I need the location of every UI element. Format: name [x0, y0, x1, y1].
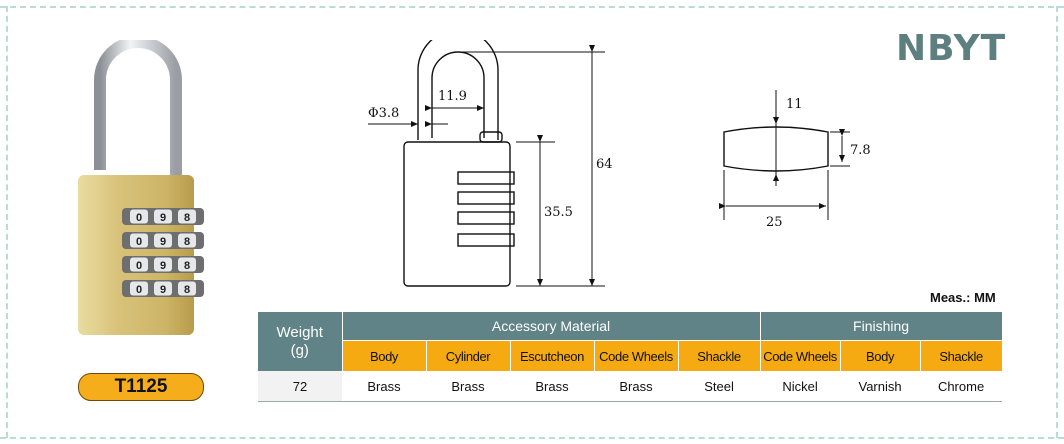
code-wheel-digit-cap [178, 281, 196, 296]
dim-body-height: 35.5 [544, 205, 573, 220]
lock-drawing: 11.9 Φ3.8 35.5 64 [368, 40, 613, 287]
table-cell: Brass [342, 371, 426, 402]
table-cell: Brass [426, 371, 510, 402]
code-wheel-digit: 9 [160, 212, 166, 224]
frame-border-bottom [0, 437, 1064, 439]
code-wheel-digit: 8 [184, 260, 190, 272]
code-wheel-digit-cap [154, 257, 172, 272]
table-cell: Brass [594, 371, 678, 402]
code-wheel-digit-cap [178, 257, 196, 272]
table-row: 72 Brass Brass Brass Brass Steel Nickel … [258, 371, 1003, 402]
code-wheel-digit: 8 [184, 236, 190, 248]
dim-shackle-diameter: Φ3.8 [368, 106, 399, 121]
code-wheel-digit: 8 [184, 284, 190, 296]
group-header-accessory-material: Accessory Material [342, 312, 761, 341]
code-wheel-digit: 0 [136, 260, 142, 272]
table-cell: Chrome [920, 371, 1003, 402]
code-wheel-digit: 9 [160, 284, 166, 296]
table-cell: Nickel [760, 371, 841, 402]
code-wheel-digit-cap [154, 233, 172, 248]
frame-border-right [1056, 6, 1058, 438]
sub-header: Shackle [920, 340, 1003, 371]
brand-logo: NBYT [896, 28, 1007, 69]
sub-header: Code Wheels [760, 340, 841, 371]
dim-shackle-inner-width: 11.9 [438, 89, 467, 104]
dim-wheel-width: 25 [766, 215, 783, 230]
code-wheel-drawing: 11 7.8 25 [719, 90, 871, 230]
dim-total-height: 64 [596, 157, 613, 172]
weight-header: Weight(g) [258, 312, 343, 371]
dim-wheel-thickness: 11 [786, 97, 803, 112]
sub-header: Escutcheon [510, 340, 595, 371]
code-wheel-digit-cap [130, 281, 148, 296]
code-wheel-digit: 8 [184, 212, 190, 224]
code-wheel-digit-cap [154, 281, 172, 296]
product-photo: 0 9 8 0 9 8 0 9 8 0 9 8 [78, 40, 204, 335]
code-wheel-digit: 0 [136, 284, 142, 296]
code-wheel-digit-cap [154, 209, 172, 224]
code-wheel-digit-cap [178, 233, 196, 248]
code-wheel-digit: 0 [136, 212, 142, 224]
code-wheel-digit: 9 [160, 260, 166, 272]
lock-body [78, 175, 194, 335]
model-badge: T1125 [78, 373, 204, 401]
code-wheel-digit-cap [130, 233, 148, 248]
sub-header: Body [840, 340, 921, 371]
code-wheel-digit-cap [130, 209, 148, 224]
frame-border-top [0, 6, 1064, 8]
frame-border-left [6, 6, 8, 438]
sub-header: Shackle [678, 340, 761, 371]
code-wheel-digit-cap [130, 257, 148, 272]
code-wheel-digit-cap [178, 209, 196, 224]
sub-header: Cylinder [426, 340, 511, 371]
dim-wheel-height: 7.8 [850, 143, 871, 158]
table-cell: Steel [678, 371, 761, 402]
sub-header: Body [342, 340, 427, 371]
spec-table: Weight(g) Accessory Material Finishing B… [258, 312, 1003, 402]
shackle [94, 40, 182, 180]
group-header-finishing: Finishing [760, 312, 1003, 341]
code-wheel-digit: 0 [136, 236, 142, 248]
table-cell-weight: 72 [258, 371, 342, 402]
table-cell: Brass [510, 371, 594, 402]
sub-header: Code Wheels [594, 340, 679, 371]
code-wheel-digit: 9 [160, 236, 166, 248]
measurement-note: Meas.: MM [930, 290, 996, 305]
table-cell: Varnish [840, 371, 921, 402]
